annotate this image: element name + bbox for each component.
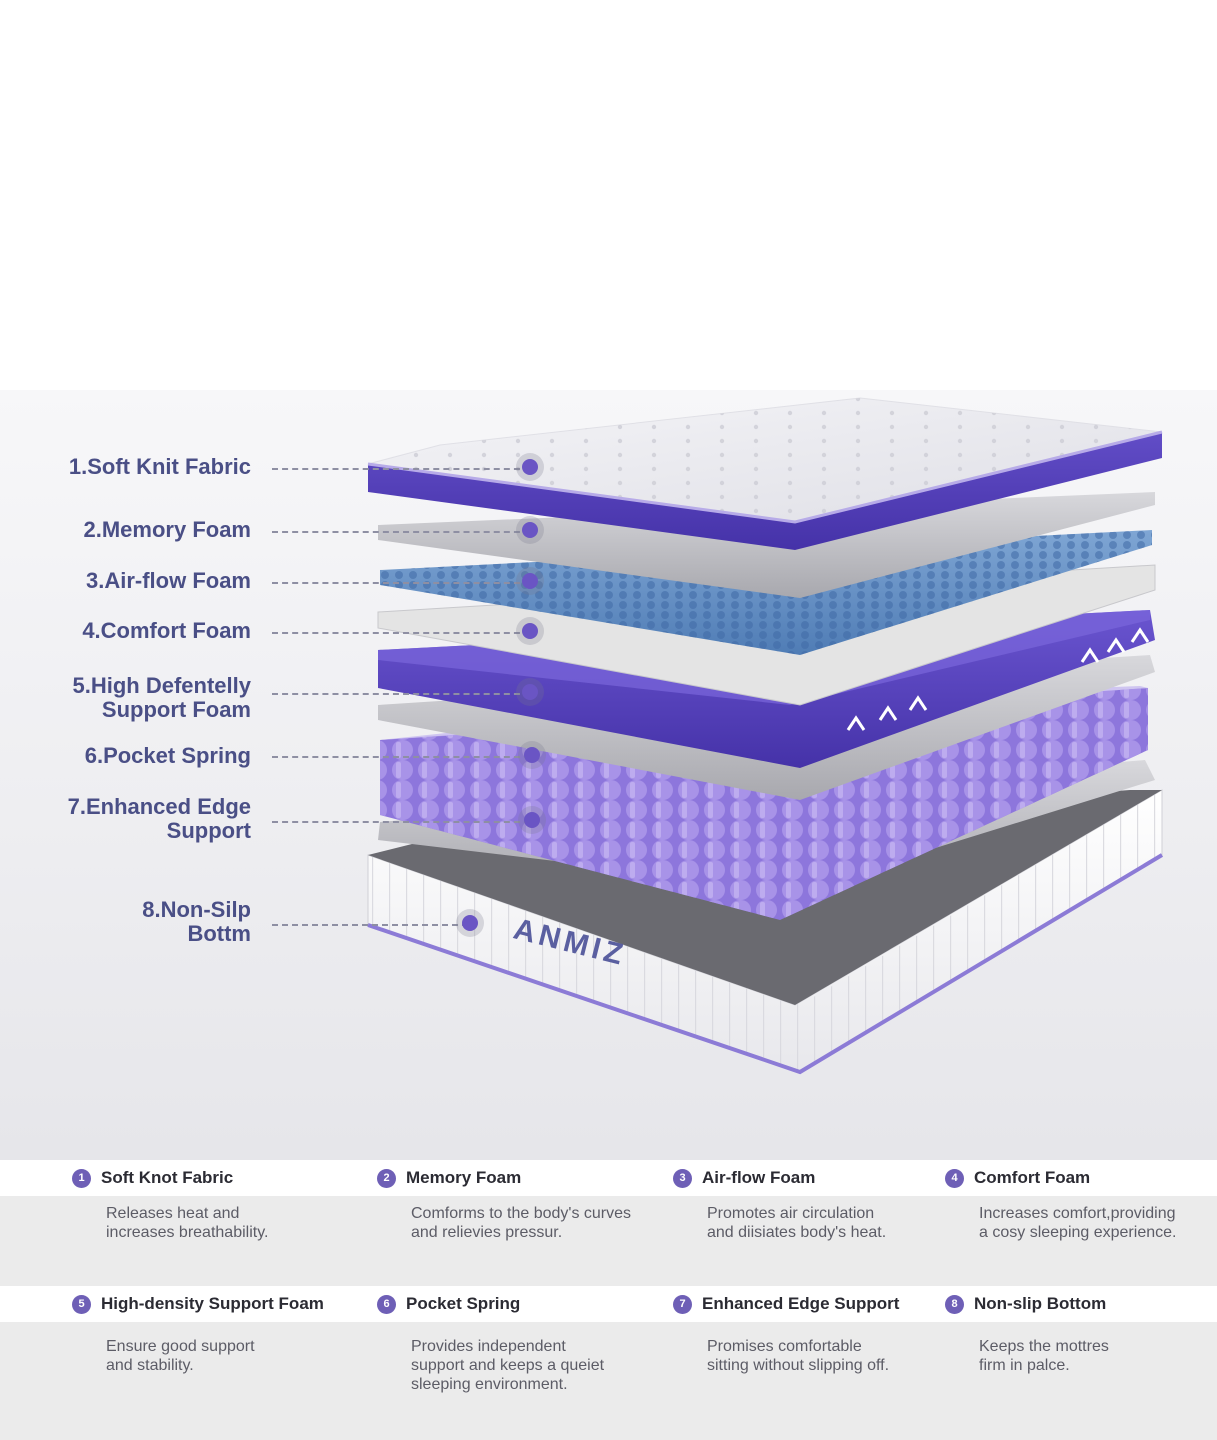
feature-item-airflow-foam: 3 Air-flow Foam bbox=[673, 1168, 815, 1188]
feature-row-body bbox=[0, 1196, 1217, 1286]
number-badge: 1 bbox=[72, 1168, 91, 1188]
layer-marker-dot bbox=[522, 623, 538, 639]
leader-line bbox=[272, 582, 530, 584]
layer-marker-dot bbox=[462, 915, 478, 931]
number-badge: 6 bbox=[377, 1294, 396, 1314]
feature-description: Promotes air circulation and diisiates b… bbox=[707, 1205, 887, 1241]
number-badge: 2 bbox=[377, 1168, 396, 1188]
layer-marker-dot bbox=[522, 573, 538, 589]
callout-1-label: 1.Soft Knit Fabric bbox=[68, 454, 251, 479]
number-badge: 7 bbox=[673, 1294, 692, 1314]
feature-item-support-foam: 5 High-density Support Foam bbox=[72, 1294, 324, 1314]
feature-title: Comfort Foam bbox=[974, 1168, 1091, 1187]
callout-6-label: 6.Pocket Spring bbox=[84, 743, 251, 768]
feature-title: Memory Foam bbox=[406, 1168, 522, 1187]
number-badge: 4 bbox=[945, 1168, 964, 1188]
feature-title: Air-flow Foam bbox=[702, 1168, 816, 1187]
feature-item-memory-foam: 2 Memory Foam bbox=[377, 1168, 521, 1188]
feature-description: Releases heat and increases breathabilit… bbox=[106, 1205, 269, 1241]
feature-item-pocket-spring: 6 Pocket Spring bbox=[377, 1294, 520, 1314]
layer-callouts: 1.Soft Knit Fabric 2.Memory Foam 3.Air-f… bbox=[67, 454, 540, 946]
feature-title: Enhanced Edge Support bbox=[702, 1294, 900, 1313]
callout-8-label: 8.Non-Silp Bottm bbox=[142, 897, 251, 946]
leader-line bbox=[272, 632, 530, 634]
callout-2-label: 2.Memory Foam bbox=[83, 517, 252, 542]
top-fabric-layer bbox=[367, 397, 1163, 550]
feature-description: Ensure good support and stability. bbox=[106, 1338, 255, 1374]
feature-list: 1 Soft Knot Fabric Releases heat and inc… bbox=[0, 1160, 1217, 1440]
feature-description: Promises comfortable sitting without sli… bbox=[707, 1338, 890, 1374]
callout-5-label: 5.High Defentelly Support Foam bbox=[72, 673, 251, 722]
leader-line bbox=[272, 531, 530, 533]
feature-row-header bbox=[0, 1286, 1217, 1322]
callout-4-label: 4.Comfort Foam bbox=[82, 618, 251, 643]
number-badge: 8 bbox=[945, 1294, 964, 1314]
leader-line bbox=[272, 756, 530, 758]
layer-marker-dot bbox=[524, 747, 540, 763]
number-badge: 3 bbox=[673, 1168, 692, 1188]
feature-row-body bbox=[0, 1322, 1217, 1440]
layer-marker-dot bbox=[522, 522, 538, 538]
feature-description: Increases comfort,providing a cosy sleep… bbox=[979, 1205, 1177, 1241]
feature-item-comfort-foam: 4 Comfort Foam bbox=[945, 1168, 1090, 1188]
leader-line bbox=[272, 821, 530, 823]
leader-line bbox=[272, 693, 530, 695]
feature-description: Provides independent support and keeps a… bbox=[411, 1338, 605, 1393]
feature-item-non-slip-bottom: 8 Non-slip Bottom bbox=[945, 1294, 1106, 1314]
number-badge: 5 bbox=[72, 1294, 91, 1314]
callout-3-label: 3.Air-flow Foam bbox=[85, 568, 251, 593]
feature-row-header bbox=[0, 1160, 1217, 1196]
feature-description: Keeps the mottres firm in palce. bbox=[979, 1338, 1109, 1374]
layer-marker-dot bbox=[522, 684, 538, 700]
feature-item-edge-support: 7 Enhanced Edge Support bbox=[673, 1294, 899, 1314]
mattress-layer-diagram: ANMIZ bbox=[367, 397, 1164, 1075]
feature-description: Comforms to the body's curves and reliev… bbox=[411, 1205, 632, 1241]
callout-7-label: 7.Enhanced Edge Support bbox=[67, 794, 251, 843]
layer-marker-dot bbox=[524, 812, 540, 828]
feature-title: Soft Knot Fabric bbox=[101, 1168, 234, 1187]
leader-line bbox=[272, 468, 530, 470]
feature-title: Non-slip Bottom bbox=[974, 1294, 1107, 1313]
feature-title: High-density Support Foam bbox=[101, 1294, 324, 1313]
feature-title: Pocket Spring bbox=[406, 1294, 521, 1313]
leader-line bbox=[272, 924, 468, 926]
layer-marker-dot bbox=[522, 459, 538, 475]
feature-item-soft-knit-fabric: 1 Soft Knot Fabric bbox=[72, 1168, 233, 1188]
